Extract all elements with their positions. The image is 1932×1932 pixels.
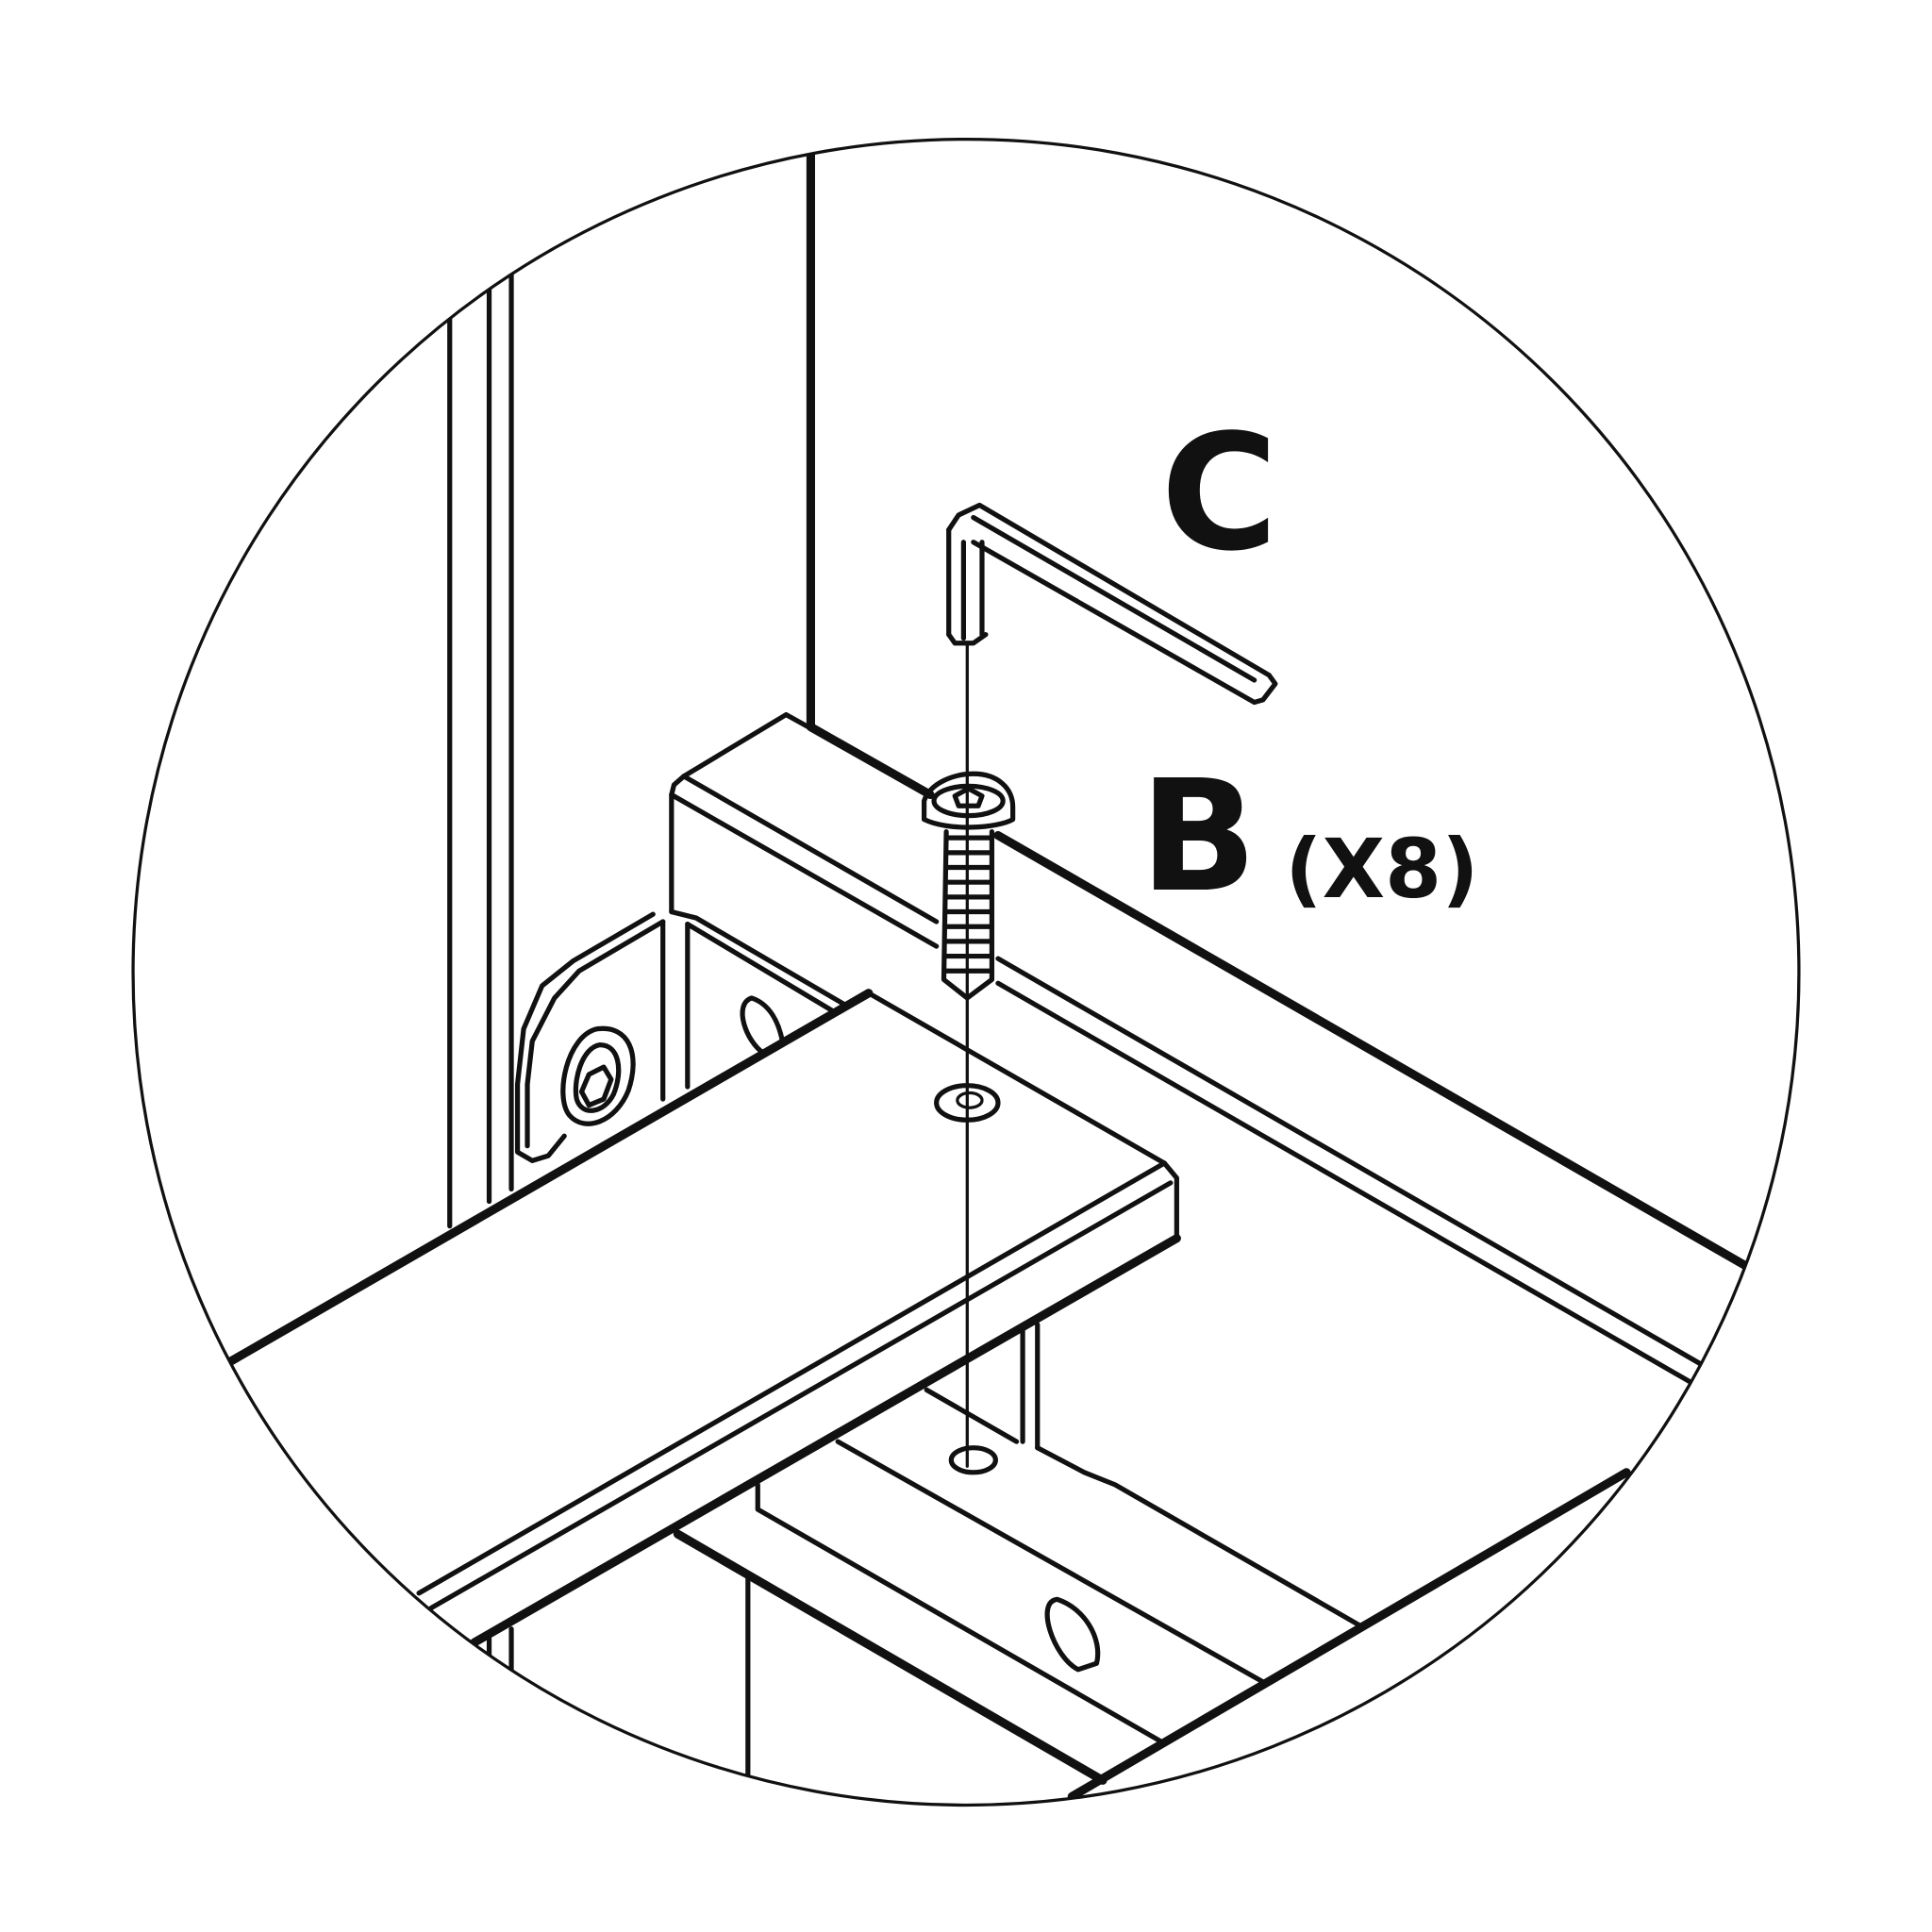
detail-circle	[131, 137, 1801, 1807]
label-screw: B	[1140, 746, 1257, 926]
knob	[1044, 1596, 1101, 1673]
knob	[740, 995, 785, 1057]
hex-socket-icon	[952, 786, 985, 808]
bolt-head	[560, 1025, 636, 1126]
corner-bracket	[514, 908, 847, 1163]
front-plate	[416, 991, 1181, 1673]
label-screw-quantity: (X8)	[1285, 823, 1478, 917]
back-rail	[669, 711, 1752, 1388]
frame-posts	[447, 147, 815, 1229]
screw-b	[921, 771, 1016, 1001]
hex-socket-icon	[578, 1064, 614, 1108]
lower-frame	[673, 1322, 1631, 1801]
screw-hole	[948, 1445, 998, 1475]
allen-key	[946, 502, 1278, 706]
label-allen-key: C	[1160, 400, 1278, 587]
